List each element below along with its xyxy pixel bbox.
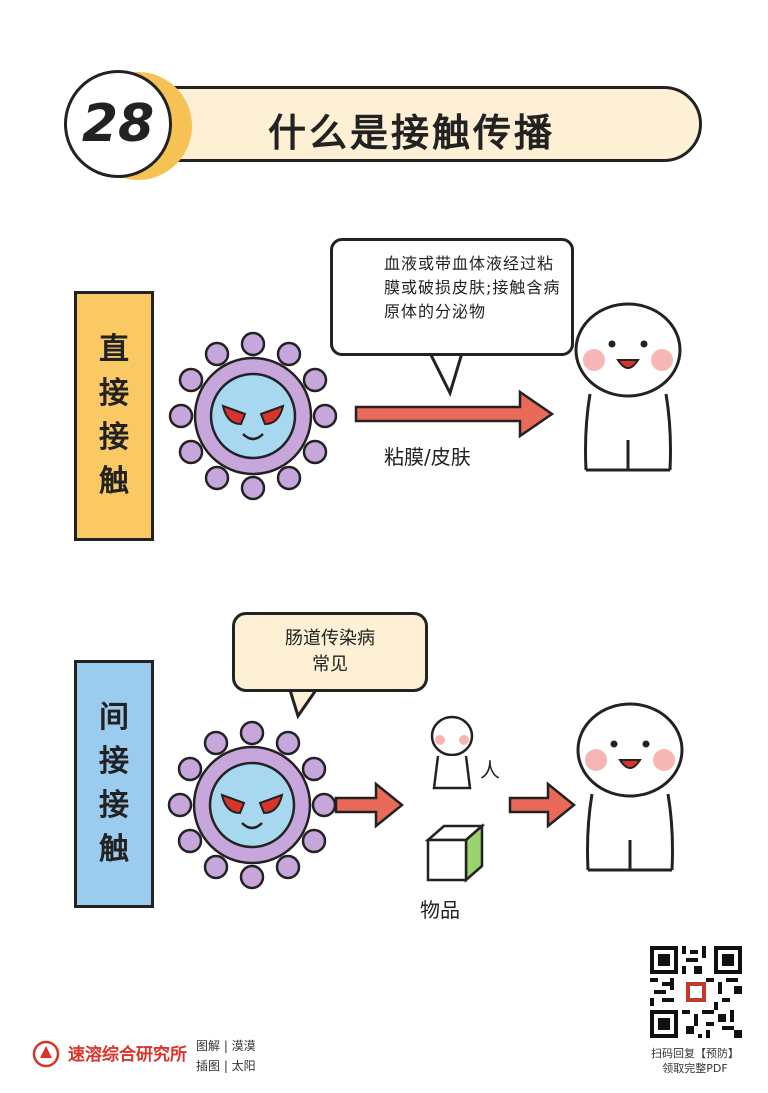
person-direct [574, 302, 682, 472]
virus-indirect [167, 720, 337, 890]
credit-illustration: 图解 | 漠漠 [196, 1039, 256, 1053]
direct-label-char: 接 [99, 376, 129, 411]
direct-bubble-text: 血液或带血体液经过粘膜或破损皮肤;接触含病原体的分泌物 [384, 254, 561, 321]
arrow-label-mucosa-skin: 粘膜/皮肤 [384, 445, 471, 469]
qr-caption-line1: 扫码回复【预防】 [651, 1047, 739, 1060]
indirect-label-char: 触 [99, 832, 129, 867]
title-bar [120, 86, 702, 162]
footer-brand: 速溶综合研究所 [36, 1040, 187, 1065]
indirect-label-char: 接 [99, 788, 129, 823]
qr-code[interactable] [650, 946, 742, 1038]
indirect-label-char: 间 [99, 700, 129, 735]
arrow-indirect-1 [334, 781, 404, 829]
indirect-bubble-line1: 肠道传染病 [285, 628, 375, 649]
person-label: 人 [480, 758, 500, 782]
small-person [430, 715, 474, 790]
direct-label-char: 触 [99, 464, 129, 499]
brand-logo-mark [40, 1046, 52, 1058]
person-indirect [576, 702, 684, 872]
direct-contact-label: 直 接 接 触 [74, 291, 154, 541]
bubble-tail [427, 351, 465, 398]
virus-direct [168, 331, 338, 501]
page-title: 什么是接触传播 [268, 111, 556, 155]
credits: 图解 | 漠漠 插图 | 太阳 [196, 1036, 256, 1076]
box-object [424, 823, 486, 883]
speech-bubble-direct [330, 238, 574, 356]
indirect-label-char: 接 [99, 744, 129, 779]
direct-label-char: 接 [99, 420, 129, 455]
qr-caption-line2: 领取完整PDF [662, 1062, 728, 1075]
bubble-tail [287, 688, 319, 720]
brand-logo-icon [32, 1040, 60, 1068]
number-badge: 28 [64, 70, 172, 178]
object-label: 物品 [420, 898, 460, 922]
arrow-indirect-2 [508, 781, 576, 829]
brand-name: 速溶综合研究所 [68, 1045, 187, 1065]
speech-bubble-indirect [232, 612, 428, 692]
credit-drawing: 插图 | 太阳 [196, 1059, 256, 1073]
qr-caption: 扫码回复【预防】 领取完整PDF [636, 1046, 754, 1076]
indirect-contact-label: 间 接 接 触 [74, 660, 154, 908]
direct-label-char: 直 [99, 332, 129, 367]
indirect-bubble-text: 肠道传染病 常见 [232, 626, 428, 678]
arrow-direct [354, 389, 555, 439]
indirect-bubble-line2: 常见 [312, 654, 348, 675]
